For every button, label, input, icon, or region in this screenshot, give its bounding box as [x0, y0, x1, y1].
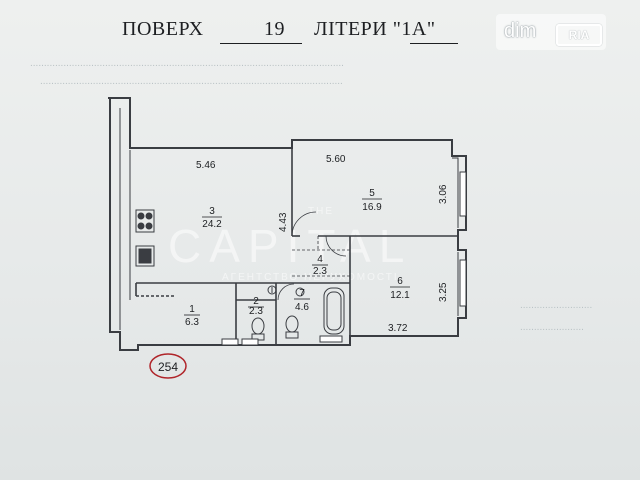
room2-number: 2	[253, 296, 259, 307]
dimension-room3-wall: 4.43	[278, 212, 289, 232]
room3-area: 24.2	[202, 219, 222, 230]
dim-ria-logo: dim RIA	[496, 14, 606, 50]
room5-area: 16.9	[362, 202, 382, 213]
door-swings	[277, 211, 347, 301]
letter-label: ЛІТЕРИ "1А"	[314, 18, 436, 40]
ghost-text: ........................................…	[40, 76, 343, 87]
room6-number: 6	[397, 276, 403, 287]
room7-area: 4.6	[295, 302, 309, 313]
logo-ria-text: RIA	[556, 24, 602, 46]
dimension-room5-width: 5.60	[326, 154, 346, 165]
ghost-text: ..........................	[520, 300, 593, 311]
interior-walls	[135, 148, 458, 345]
washbasin-room7	[295, 287, 305, 297]
room6-area: 12.1	[390, 290, 410, 301]
unit-number-badge: 254	[149, 353, 187, 379]
unit-number: 254	[158, 360, 178, 374]
room4-boundary	[292, 236, 350, 277]
kitchen-sink	[135, 245, 155, 267]
ghost-text: ........................................…	[30, 58, 344, 69]
boiler-circle	[267, 285, 277, 295]
watermark-brand: CAPITAL	[168, 220, 412, 272]
floor-label: ПОВЕРХ	[122, 18, 204, 40]
floor-number-underline	[220, 43, 302, 44]
room3-number: 3	[209, 206, 215, 217]
room5-number: 5	[369, 188, 375, 199]
bathtub	[323, 287, 345, 335]
room1-number: 1	[189, 304, 195, 315]
kitchen-stove	[135, 209, 155, 233]
watermark-tagline: АГЕНТСТВО НЕРУХОМОСТІ	[222, 272, 399, 283]
floor-plan-header: ПОВЕРХ 19 ЛІТЕРИ "1А"	[0, 18, 640, 48]
dimension-room6-width: 3.72	[388, 323, 408, 334]
room4-number: 4	[317, 254, 323, 265]
window-markers	[221, 171, 467, 346]
dimension-room5-height: 3.06	[438, 184, 449, 204]
dimension-room6-height: 3.25	[438, 282, 449, 302]
letter-value-underline	[410, 43, 458, 44]
toilet-room2	[251, 317, 265, 341]
capital-watermark: THE CAPITAL АГЕНТСТВО НЕРУХОМОСТІ	[168, 206, 412, 283]
letter-value: 1А	[401, 18, 427, 40]
toilet-room7	[285, 315, 299, 339]
room2-area: 2.3	[249, 306, 263, 317]
floor-number: 19	[264, 18, 285, 40]
dimension-room3-width: 5.46	[196, 160, 216, 171]
room7-number: 7	[299, 288, 305, 299]
ghost-text: .......................	[520, 322, 584, 333]
logo-dim-text: dim	[504, 20, 537, 42]
room4-area: 2.3	[313, 266, 327, 277]
watermark-the: THE	[308, 206, 334, 217]
room1-area: 6.3	[185, 317, 199, 328]
